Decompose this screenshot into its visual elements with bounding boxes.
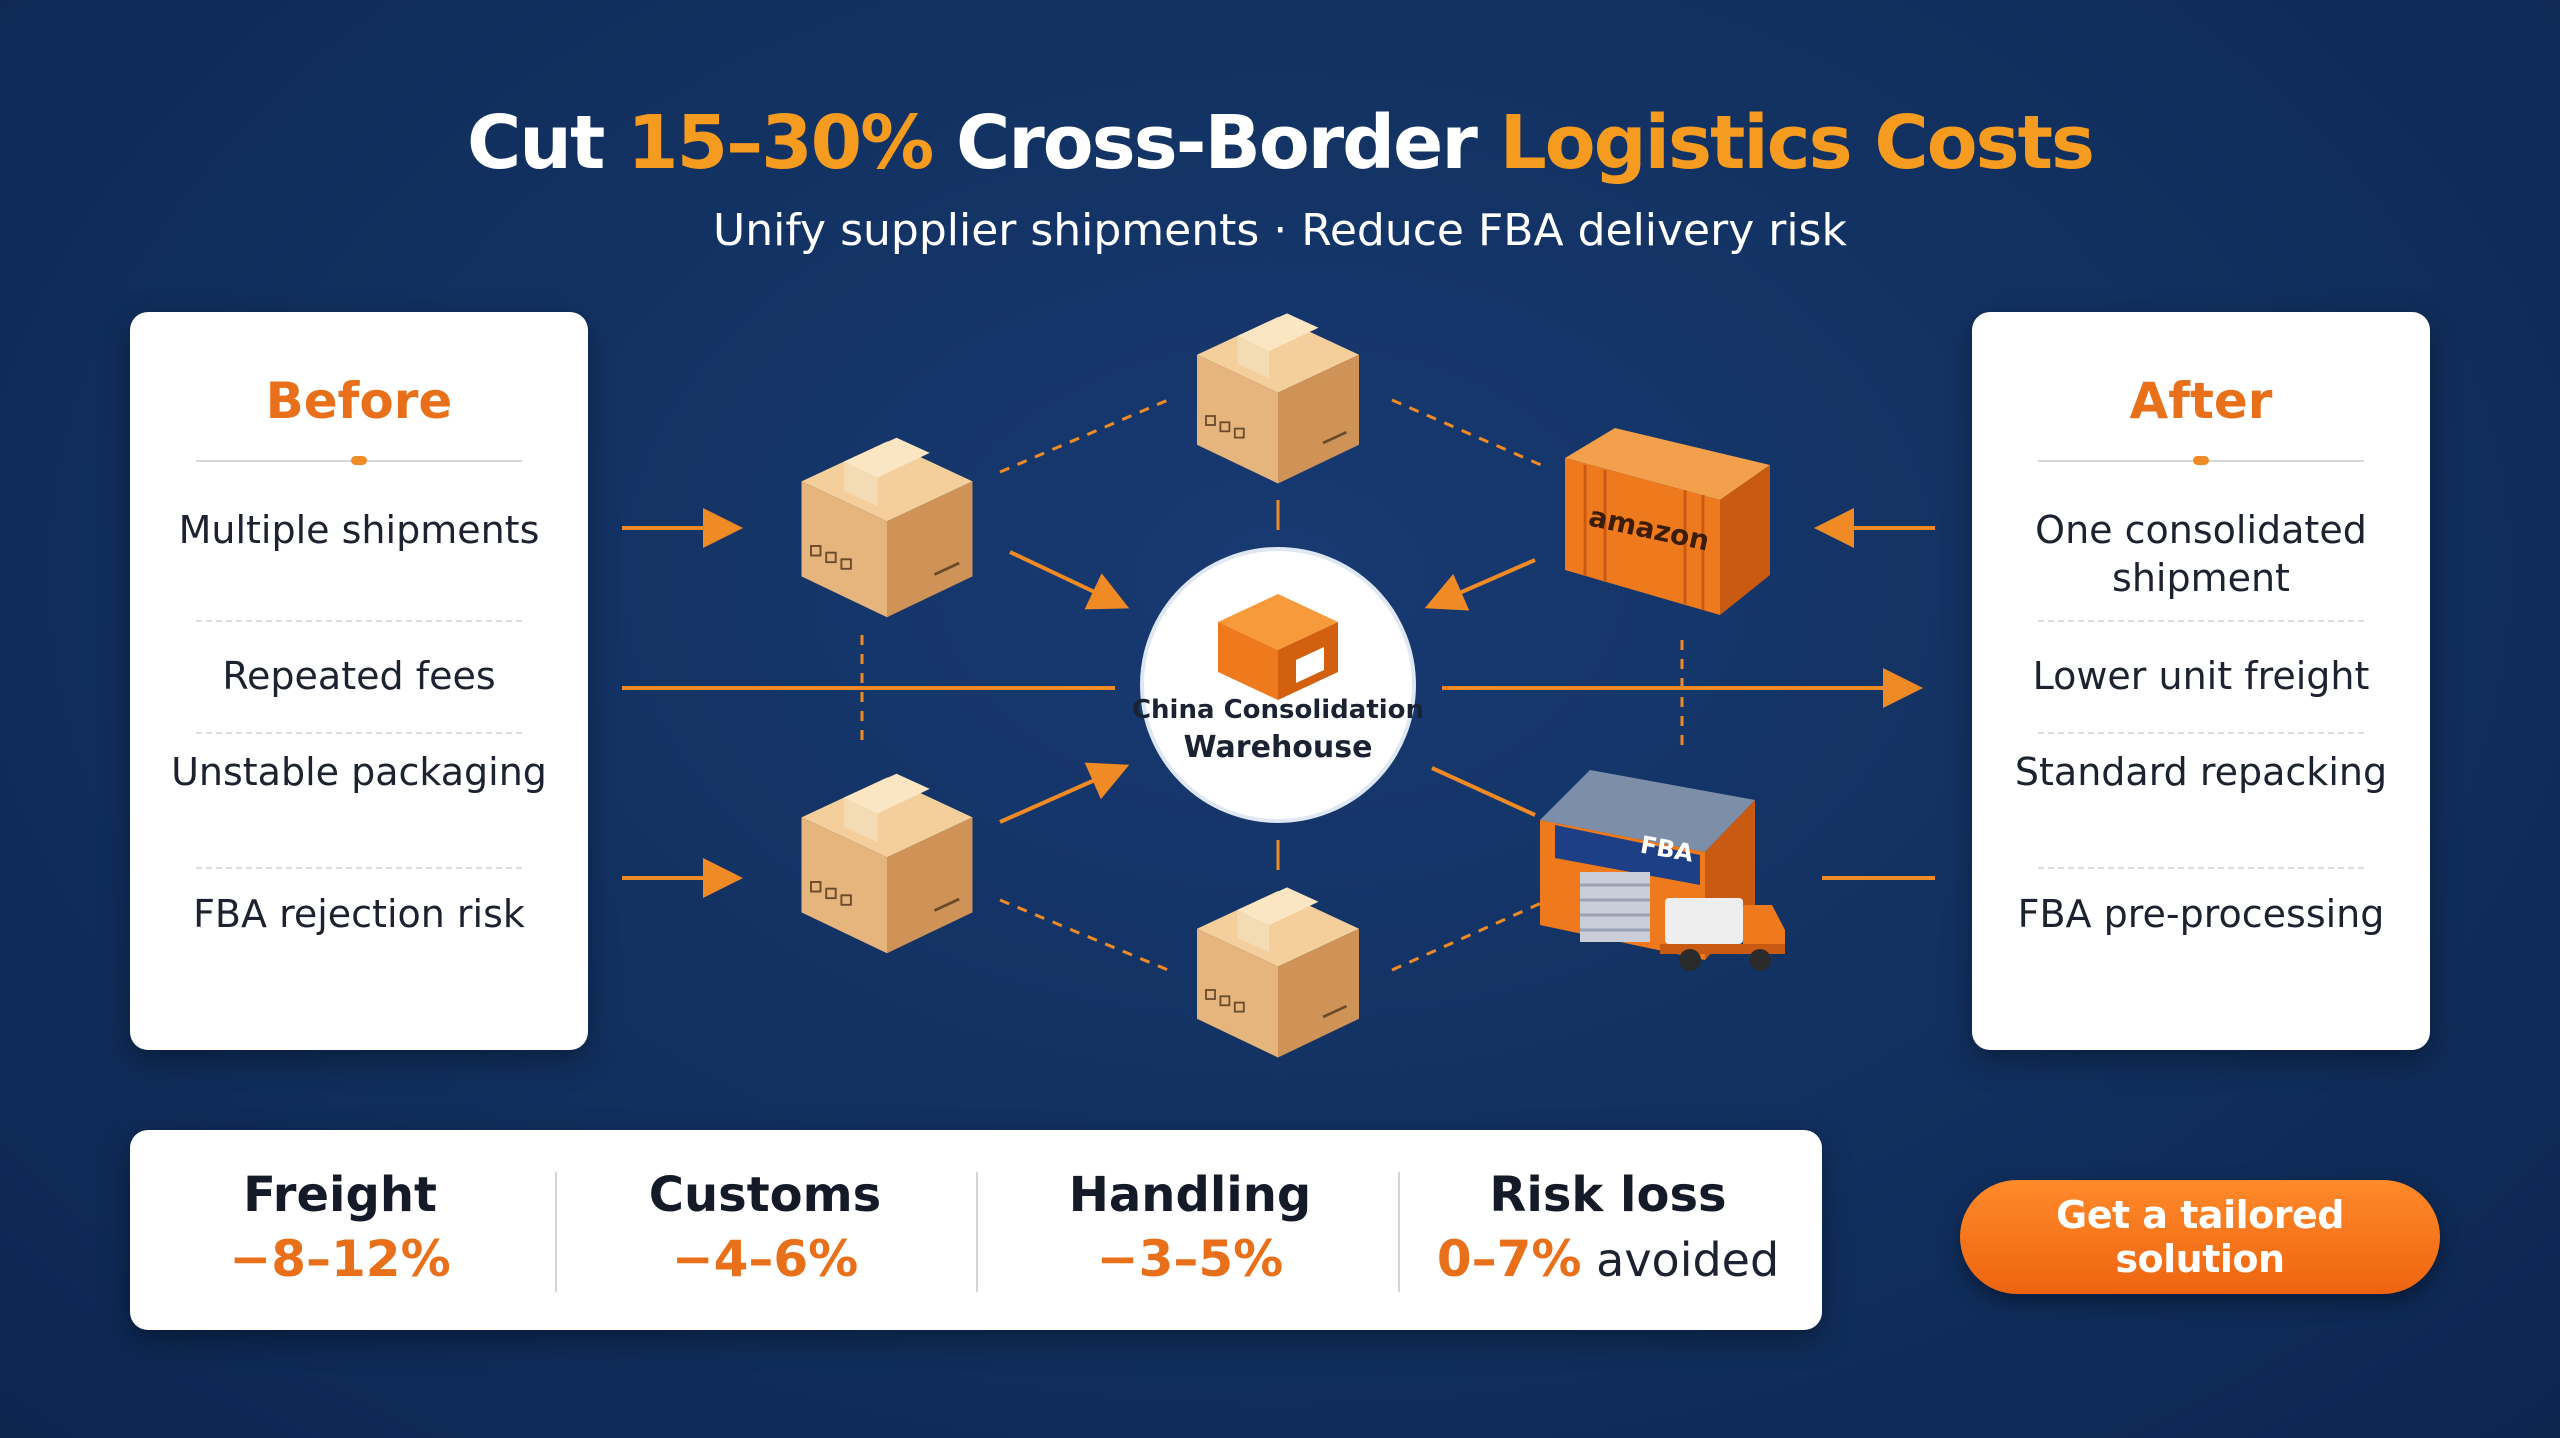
before-divider: [196, 732, 522, 734]
network-dashed-lines: [860, 398, 1684, 972]
stat-label: Freight: [243, 1167, 437, 1223]
stat-freight: Freight −8–12%: [130, 1164, 550, 1292]
before-divider: [196, 867, 522, 869]
warehouse-box-icon: [1218, 594, 1338, 700]
after-card: After One consolidated shipment Lower un…: [1972, 312, 2430, 1050]
stat-customs: Customs −4–6%: [555, 1164, 975, 1292]
hub-label-line2: Warehouse: [1184, 730, 1373, 765]
after-title-rule: [2038, 456, 2364, 465]
consolidation-hub: China Consolidation Warehouse: [1132, 547, 1424, 823]
stat-separator: [976, 1172, 978, 1292]
stat-risk-loss: Risk loss 0–7% avoided: [1398, 1164, 1818, 1293]
stat-value: 0–7%: [1436, 1230, 1582, 1288]
before-divider: [196, 620, 522, 622]
stat-value: −3–5%: [1096, 1230, 1284, 1288]
flow-arrows: [622, 508, 1935, 898]
after-divider: [2038, 867, 2364, 869]
before-title: Before: [265, 372, 453, 430]
stat-suffix: avoided: [1581, 1233, 1780, 1287]
before-card: Before Multiple shipments Repeated fees …: [130, 312, 588, 1050]
before-item: Repeated fees: [222, 654, 496, 698]
stat-label: Risk loss: [1489, 1167, 1727, 1223]
page-subtitle: Unify supplier shipments · Reduce FBA de…: [713, 205, 1847, 256]
before-item: Multiple shipments: [178, 508, 540, 552]
stat-handling: Handling −3–5%: [980, 1164, 1400, 1292]
title-highlight-logistics: Logistics Costs: [1499, 100, 2095, 186]
after-item: One consolidated shipment: [2035, 508, 2367, 600]
stat-value: −8–12%: [229, 1230, 451, 1288]
before-item: FBA rejection risk: [193, 892, 525, 936]
after-item: FBA pre-processing: [2017, 892, 2385, 936]
after-item: Lower unit freight: [2032, 654, 2370, 698]
title-part-3: Cross-Border: [932, 100, 1500, 186]
stat-label: Customs: [648, 1167, 882, 1223]
shipping-container-icon: amazon: [1565, 428, 1770, 615]
after-divider: [2038, 732, 2364, 734]
stat-separator: [555, 1172, 557, 1292]
before-item: Unstable packaging: [171, 750, 547, 794]
page-title: Cut 15–30% Cross-Border Logistics Costs: [0, 88, 2560, 198]
before-title-rule: [196, 456, 522, 465]
after-item: Standard repacking: [2014, 750, 2388, 794]
fba-warehouse-icon: FBA: [1540, 770, 1785, 971]
title-part-1: Cut: [466, 100, 628, 186]
hub-label-line1: China Consolidation: [1132, 695, 1424, 725]
package-box-top-icon: [1195, 312, 1361, 485]
get-solution-button[interactable]: Get a tailored solution: [1960, 1180, 2440, 1294]
after-title: After: [2129, 372, 2273, 430]
savings-stats-card: Freight −8–12% Customs −4–6% Handling −3…: [130, 1130, 1822, 1330]
package-box-left-upper-icon: [800, 436, 974, 619]
after-divider: [2038, 620, 2364, 622]
stat-label: Handling: [1068, 1167, 1312, 1223]
package-box-bottom-icon: [1195, 886, 1361, 1059]
stat-value: −4–6%: [671, 1230, 859, 1288]
title-highlight-percent: 15–30%: [627, 100, 934, 186]
package-box-left-lower-icon: [800, 772, 974, 955]
stat-separator: [1398, 1172, 1400, 1292]
